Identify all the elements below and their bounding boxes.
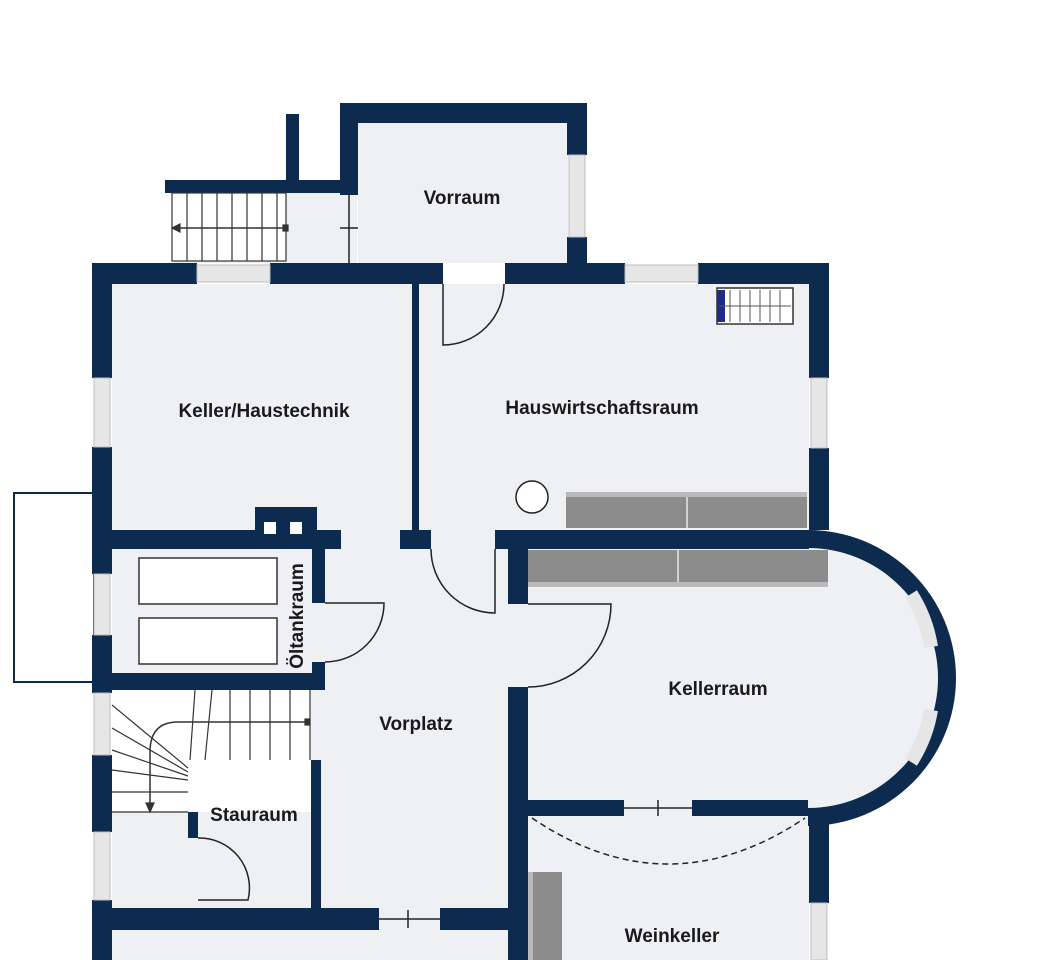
chimney-hole-1 <box>264 522 276 534</box>
floor-vorraum <box>358 123 568 263</box>
wall-stair-top <box>165 180 358 193</box>
wall-post <box>286 114 299 180</box>
wall-vorraum-left <box>340 103 358 195</box>
window-icon <box>905 708 938 766</box>
room-label-weinkeller: Weinkeller <box>625 926 720 947</box>
room-label-hauswirtschaftsraum: Hauswirtschaftsraum <box>505 398 698 419</box>
window-icon <box>810 377 828 449</box>
wall-oeltank-bottom <box>112 673 325 690</box>
window-icon <box>93 692 111 756</box>
door-icon <box>197 837 251 901</box>
radiator-icon <box>716 287 794 325</box>
window-icon <box>93 377 111 448</box>
door-icon <box>442 283 505 346</box>
wall-stauraum-right <box>311 760 321 910</box>
light-well-outline <box>13 492 95 683</box>
wall-left-2 <box>92 447 112 574</box>
window-icon <box>624 264 699 283</box>
room-label-kellerraum: Kellerraum <box>668 679 767 700</box>
oil-tank-icon <box>138 617 278 665</box>
wall-hwr-bottom <box>495 530 809 549</box>
chimney-hole-2 <box>290 522 302 534</box>
door-icon <box>430 548 496 614</box>
wall-kellerraum-bottom-1 <box>528 800 624 816</box>
wall-right-2 <box>809 448 829 530</box>
wall-bottom-room-below <box>112 930 508 960</box>
window-icon <box>196 264 271 283</box>
boiler-icon <box>515 480 549 514</box>
wall-bottom-2 <box>440 908 508 930</box>
window-icon <box>810 902 828 960</box>
wall-left-4 <box>92 755 112 832</box>
wall-kellerraum-left-top <box>508 548 528 604</box>
wall-bottom-1 <box>92 908 379 930</box>
windows <box>93 154 828 960</box>
wall-keller-hwr <box>412 284 419 530</box>
room-labels: Vorraum Keller/Haustechnik Hauswirtschaf… <box>178 188 767 947</box>
stairs-icon <box>111 689 311 814</box>
window-icon <box>568 154 586 238</box>
oil-tank-icon <box>138 557 278 605</box>
wall-oeltank-right <box>312 549 325 603</box>
bay-windows <box>904 590 938 766</box>
floor-weinkeller <box>528 808 808 960</box>
window-icon <box>93 831 111 901</box>
room-label-vorraum: Vorraum <box>424 188 501 209</box>
room-label-keller-haustechnik: Keller/Haustechnik <box>178 401 349 422</box>
room-label-stauraum: Stauraum <box>210 805 298 826</box>
door-icon <box>527 603 612 688</box>
window-icon <box>93 573 111 636</box>
room-label-oeltankraum: Öltankraum <box>287 563 308 669</box>
door-icon <box>324 602 385 663</box>
stairs-icon <box>170 192 289 262</box>
wall-top-1 <box>92 263 197 284</box>
wall-top-3 <box>505 263 625 284</box>
counters <box>528 492 828 960</box>
window-icon <box>904 590 938 649</box>
walls <box>92 103 829 960</box>
wall-keller-hwr-stub <box>400 530 431 549</box>
oil-tanks <box>138 557 278 665</box>
doors <box>197 195 806 928</box>
wall-vorraum-top <box>340 103 587 123</box>
door-icon <box>531 817 806 865</box>
wall-kellerraum-bottom-2 <box>692 800 808 816</box>
wall-right-1 <box>809 263 829 378</box>
wall-top-4 <box>698 263 829 284</box>
wall-vorraum-right-top <box>567 103 587 155</box>
wall-kellerraum-left <box>508 687 528 960</box>
wall-left-1 <box>92 263 112 378</box>
wall-weinkeller-right <box>809 808 829 903</box>
floor-kellerraum <box>528 548 938 808</box>
counter-icon <box>528 872 562 960</box>
wall-left-3 <box>92 635 112 693</box>
room-label-vorplatz: Vorplatz <box>379 714 453 735</box>
wall-top-2 <box>270 263 443 284</box>
